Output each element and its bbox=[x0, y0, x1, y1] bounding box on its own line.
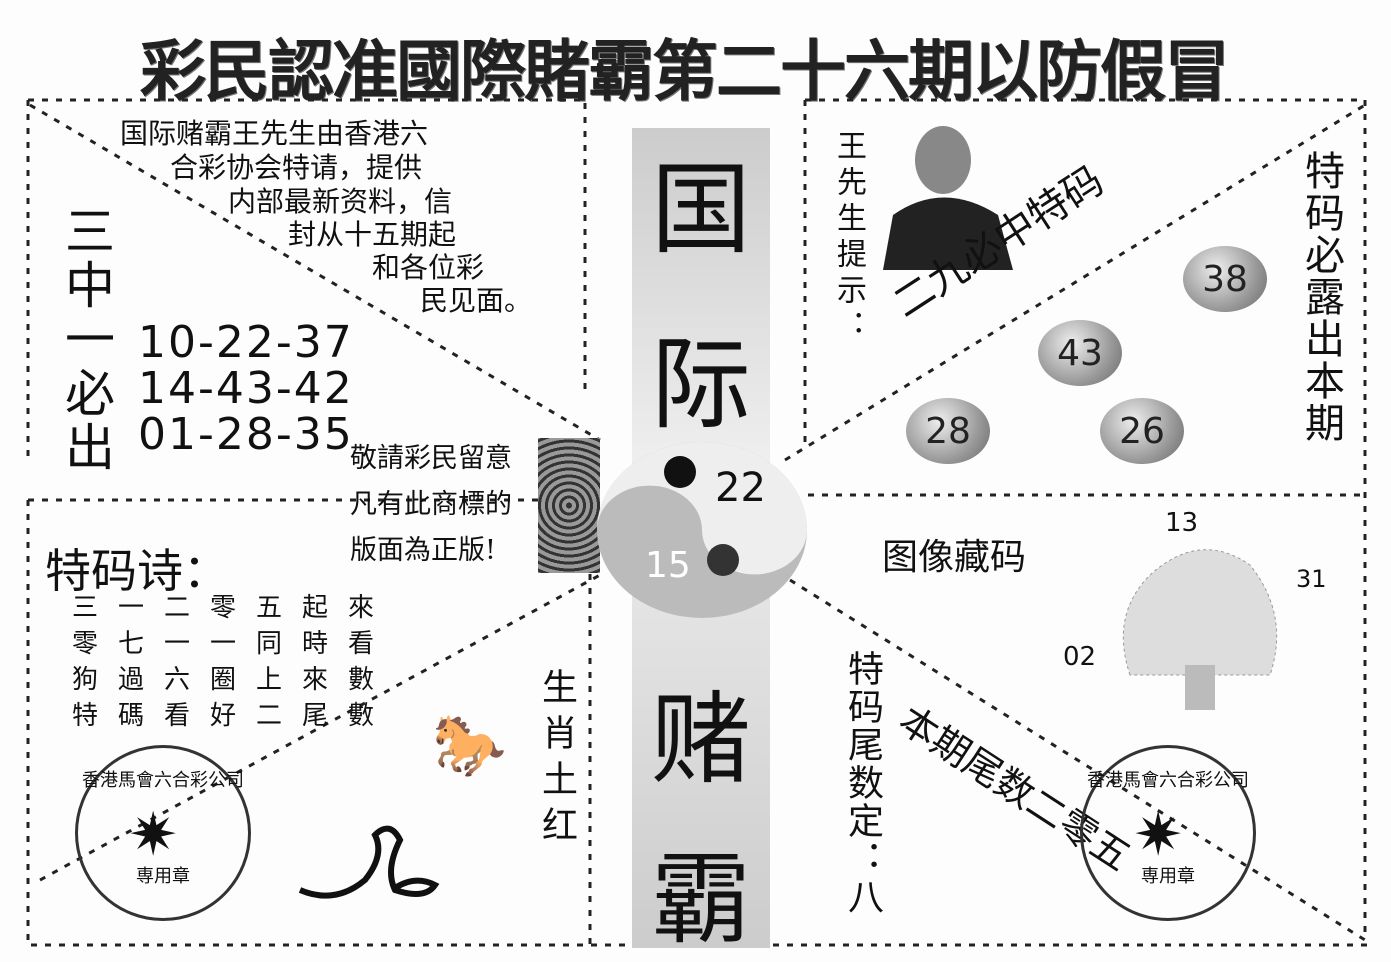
poem-line: 特碼看好二尾數 bbox=[72, 701, 395, 731]
image-code-number: 13 bbox=[1165, 508, 1199, 538]
tree-image bbox=[1122, 549, 1278, 710]
snake-icon bbox=[298, 825, 440, 899]
intro-line: 和各位彩 bbox=[372, 251, 485, 284]
poem-line: 三一二零五起來 bbox=[72, 593, 395, 623]
man-portrait-image bbox=[883, 126, 1013, 270]
intro-line: 民见面。 bbox=[420, 284, 533, 317]
number-ball: 26 bbox=[1100, 398, 1184, 464]
notice-line: 凡有此商標的 bbox=[350, 489, 512, 520]
image-code-number: 31 bbox=[1296, 565, 1327, 593]
number-row: 10-22-37 bbox=[138, 317, 354, 368]
intro-line: 国际赌霸王先生由香港六 bbox=[120, 117, 429, 150]
stamp-text: 香港馬會六合彩公司 bbox=[82, 770, 244, 791]
image-code-label: 图像藏码 bbox=[882, 537, 1027, 578]
stamp-text: 専用章 bbox=[1141, 866, 1195, 887]
center-char: 霸 bbox=[651, 841, 751, 958]
trademark-image bbox=[538, 438, 600, 573]
stamp-text: 香港馬會六合彩公司 bbox=[1087, 770, 1249, 791]
notice-line: 敬請彩民留意 bbox=[350, 443, 512, 474]
headline: 彩民認准國際賭霸第二十六期以防假冒 bbox=[140, 33, 1230, 110]
authenticity-notice: 敬請彩民留意 凡有此商標的 版面為正版! bbox=[350, 436, 512, 574]
mr-wang-hint: 王先生提示： bbox=[831, 130, 866, 346]
center-char: 赌 bbox=[651, 681, 751, 798]
star-icon: ✷ bbox=[1133, 800, 1184, 870]
number-ball: 38 bbox=[1183, 246, 1267, 312]
tail-fixed-text: 特码尾数定：八 bbox=[842, 650, 883, 916]
center-char: 国 bbox=[651, 151, 751, 268]
stamp-text: 専用章 bbox=[136, 866, 190, 887]
center-char: 际 bbox=[651, 326, 751, 443]
horse-icon: 🐎 bbox=[432, 711, 507, 781]
number-ball: 28 bbox=[906, 398, 990, 464]
intro-line: 合彩协会特请，提供 bbox=[170, 151, 423, 184]
seal-stamp-left: 香港馬會六合彩公司 ✷ 専用章 bbox=[75, 745, 251, 921]
three-in-one-numbers: 10-22-37 14-43-42 01-28-35 bbox=[138, 320, 354, 458]
zodiac-text: 生肖土红 bbox=[536, 668, 577, 852]
image-code-number: 02 bbox=[1063, 642, 1097, 672]
number-ball: 43 bbox=[1038, 320, 1122, 386]
intro-line: 内部最新资料，信 bbox=[228, 185, 453, 218]
three-in-one-label: 三中一必出 bbox=[57, 205, 115, 475]
poem-lines: 三一二零五起來 零七一一同時看 狗過六圈上來數 特碼看好二尾數 bbox=[72, 590, 394, 734]
intro-line: 封从十五期起 bbox=[288, 218, 457, 251]
yinyang-number: 22 bbox=[715, 465, 766, 511]
number-row: 14-43-42 bbox=[138, 363, 354, 414]
seal-stamp-right: 香港馬會六合彩公司 ✷ 専用章 bbox=[1080, 745, 1256, 921]
yinyang-number: 15 bbox=[645, 545, 691, 586]
yinyang-icon bbox=[597, 442, 807, 618]
star-icon: ✷ bbox=[128, 800, 179, 870]
number-row: 01-28-35 bbox=[138, 409, 354, 460]
poem-line: 零七一一同時看 bbox=[72, 629, 395, 659]
notice-line: 版面為正版! bbox=[350, 535, 496, 566]
special-reveal-text: 特码必露出本期 bbox=[1298, 150, 1344, 444]
poem-title: 特码诗： bbox=[45, 544, 229, 598]
poem-line: 狗過六圈上來數 bbox=[72, 665, 395, 695]
